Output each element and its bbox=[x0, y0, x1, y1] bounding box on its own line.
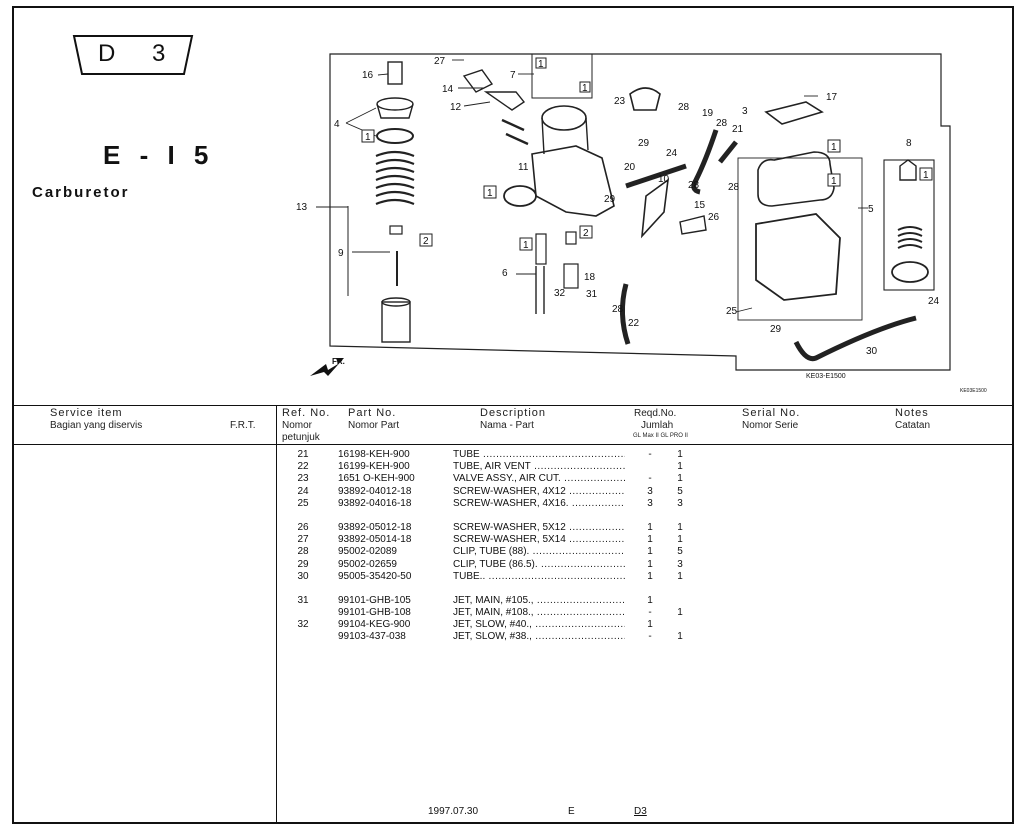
page-tag-number: 3 bbox=[152, 40, 166, 67]
callout-21: 21 bbox=[732, 124, 744, 135]
header-serial-no-id: Nomor Serie bbox=[742, 420, 799, 431]
direction-label: FR. bbox=[332, 357, 345, 366]
header-part-no-id: Nomor Part bbox=[348, 420, 400, 431]
callout-11: 11 bbox=[518, 162, 529, 173]
svg-text:1: 1 bbox=[523, 240, 529, 251]
page-tag-letter: D bbox=[98, 40, 116, 67]
svg-text:1: 1 bbox=[831, 176, 837, 187]
callout-28b: 28 bbox=[716, 118, 728, 129]
callout-28c: 28 bbox=[688, 180, 700, 191]
header-notes-id: Catatan bbox=[895, 420, 931, 431]
callout-16: 16 bbox=[362, 70, 374, 81]
callout-28d: 28 bbox=[728, 182, 740, 193]
header-reqd-no: Reqd.No. bbox=[634, 408, 677, 419]
callout-32: 32 bbox=[554, 288, 566, 299]
header-service-item-id: Bagian yang diservis bbox=[50, 420, 143, 431]
header-serial-no: Serial No. bbox=[742, 407, 801, 419]
section-code: E - I 5 bbox=[103, 140, 215, 170]
svg-text:1: 1 bbox=[538, 59, 544, 70]
header-description-id: Nama - Part bbox=[480, 420, 534, 431]
footer-page: D3 bbox=[634, 806, 647, 817]
diagram-code-2: KE03E1500 bbox=[960, 388, 987, 394]
callout-9: 9 bbox=[338, 248, 344, 259]
svg-text:1: 1 bbox=[487, 188, 493, 199]
header-reqd-sub: GL Max II GL PRO II bbox=[633, 433, 688, 439]
page-frame bbox=[12, 6, 1014, 824]
carburetor-diagram: 16 4 13 9 27 14 12 7 11 6 32 18 31 23 28… bbox=[296, 53, 987, 394]
header-part-no: Part No. bbox=[348, 407, 397, 419]
callout-19: 19 bbox=[702, 108, 714, 119]
header-ref-no: Ref. No. bbox=[282, 407, 331, 419]
callout-13: 13 bbox=[296, 202, 308, 213]
exploded-diagram: 16 4 13 9 27 14 12 7 11 6 32 18 31 23 28… bbox=[296, 46, 996, 406]
svg-text:1: 1 bbox=[831, 142, 837, 153]
callout-8: 8 bbox=[906, 138, 912, 149]
callout-31: 31 bbox=[586, 289, 598, 300]
callout-17: 17 bbox=[826, 92, 838, 103]
callout-25: 25 bbox=[726, 306, 738, 317]
callout-29c: 29 bbox=[770, 324, 782, 335]
callout-27: 27 bbox=[434, 56, 446, 67]
callout-24b: 24 bbox=[928, 296, 940, 307]
callout-14: 14 bbox=[442, 84, 454, 95]
callout-4: 4 bbox=[334, 119, 340, 130]
callout-6: 6 bbox=[502, 268, 508, 279]
table-column-divider bbox=[276, 405, 277, 824]
callout-20: 20 bbox=[624, 162, 636, 173]
callout-28: 28 bbox=[678, 102, 690, 113]
callout-24: 24 bbox=[666, 148, 678, 159]
svg-text:1: 1 bbox=[365, 132, 371, 143]
callout-29: 29 bbox=[638, 138, 650, 149]
front-arrow-icon bbox=[310, 358, 344, 376]
callout-29b: 29 bbox=[604, 194, 616, 205]
header-ref-no-id: Nomor bbox=[282, 420, 313, 431]
callout-18: 18 bbox=[584, 272, 596, 283]
callout-5: 5 bbox=[868, 204, 874, 215]
svg-text:1: 1 bbox=[582, 83, 588, 94]
header-notes: Notes bbox=[895, 407, 929, 419]
svg-text:2: 2 bbox=[583, 228, 589, 239]
diagram-code: KE03-E1500 bbox=[806, 373, 846, 380]
callout-30: 30 bbox=[866, 346, 878, 357]
callout-15: 15 bbox=[694, 200, 706, 211]
footer-date: 1997.07.30 bbox=[428, 806, 479, 817]
callout-28e: 28 bbox=[612, 304, 624, 315]
callout-7: 7 bbox=[510, 70, 516, 81]
table-top-rule bbox=[12, 405, 1014, 406]
header-reqd-no-id: Jumlah bbox=[641, 420, 674, 431]
callout-10: 10 bbox=[658, 174, 670, 185]
callout-23: 23 bbox=[614, 96, 626, 107]
svg-text:2: 2 bbox=[423, 236, 429, 247]
page-tag-outline bbox=[72, 35, 194, 75]
callout-12: 12 bbox=[450, 102, 462, 113]
header-service-item: Service item bbox=[50, 407, 123, 419]
page-tag: D 3 bbox=[72, 34, 194, 76]
callout-3: 3 bbox=[742, 106, 748, 117]
footer-section: E bbox=[568, 806, 575, 817]
callout-26: 26 bbox=[708, 212, 720, 223]
svg-text:1: 1 bbox=[923, 170, 929, 181]
callout-22: 22 bbox=[628, 318, 640, 329]
page-subtitle: Carburetor bbox=[32, 184, 130, 201]
header-description: Description bbox=[480, 407, 547, 419]
header-frt: F.R.T. bbox=[230, 420, 256, 431]
table-header-rule bbox=[12, 444, 1014, 445]
header-ref-no-id2: petunjuk bbox=[282, 432, 320, 443]
